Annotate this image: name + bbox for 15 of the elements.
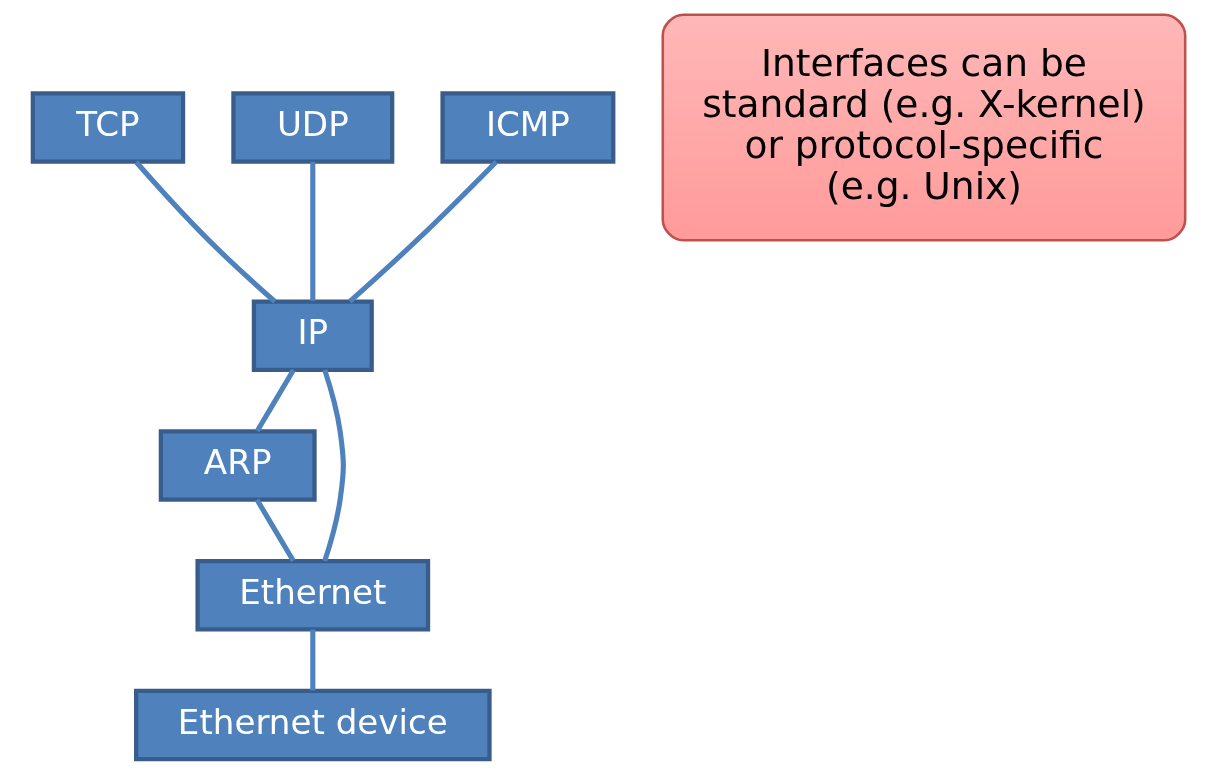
node-box: ARP [158, 429, 317, 502]
node-box: TCP [30, 91, 186, 164]
connector [310, 629, 316, 691]
connector [254, 498, 296, 562]
connector [310, 161, 316, 302]
node-box: Interfaces can be standard (e.g. X-kernel) or protocol-specific (e.g. Unix) [661, 13, 1187, 242]
node-box: Ethernet device [133, 688, 492, 762]
node-box: Ethernet [195, 559, 431, 632]
node-box: IP [251, 299, 374, 373]
node-box: UDP [231, 91, 395, 164]
node-box: ICMP [440, 91, 616, 164]
connector [322, 369, 346, 562]
connector [348, 159, 499, 304]
connector [255, 368, 296, 433]
connector [134, 160, 277, 304]
